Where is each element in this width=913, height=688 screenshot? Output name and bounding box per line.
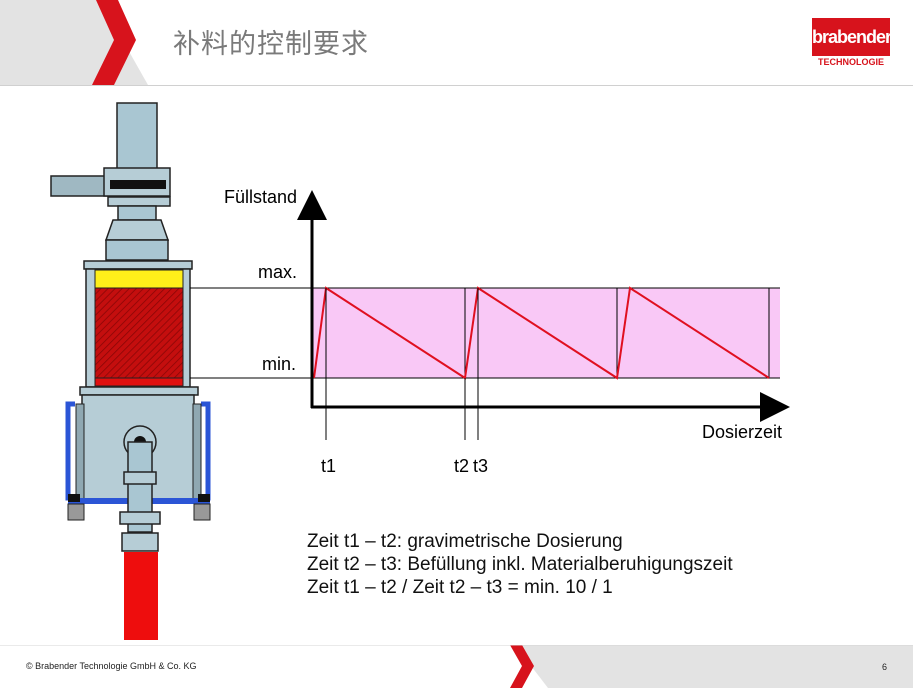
min-label: min. [262,354,296,374]
frame-left [65,401,75,501]
foot-left [67,503,85,521]
legend-line-refill: Zeit t2 – t3: Befüllung inkl. Materialbe… [307,554,733,575]
slide-header: 补料的控制要求 brabender TECHNOLOGIE [0,0,913,86]
material-fill [94,287,184,379]
material-min [94,377,184,387]
connector-1 [117,205,157,221]
frame-right-post [192,403,202,501]
discharge-band-1 [123,471,157,485]
slide-title: 补料的控制要求 [173,29,369,60]
level-chart: Füllstand Dosierzeit max. min. t1 t2 t3 [190,187,790,476]
valve-band [110,180,166,189]
y-axis-label: Füllstand [224,187,297,207]
footer-decoration [0,645,913,688]
legend-line-ratio: Zeit t1 – t2 / Zeit t2 – t3 = min. 10 / … [307,577,613,598]
legend-line-dosing: Zeit t1 – t2: gravimetrische Dosierung [307,531,623,552]
bellows [104,219,170,241]
flange-2 [105,239,169,261]
page-number: 6 [882,662,888,672]
max-label: max. [258,262,297,282]
logo-subtitle: TECHNOLOGIE [817,57,884,67]
flange-1 [107,196,171,207]
time-legend: Zeit t1 – t2: gravimetrische Dosierung Z… [307,530,733,599]
frame-black-left [68,494,80,502]
discharge-band-2 [119,511,161,525]
refill-diagram: Füllstand Dosierzeit max. min. t1 t2 t3 [50,102,790,640]
frame-left-post [75,403,85,501]
frame-black-right [198,494,210,502]
hopper-lid [83,260,193,270]
hopper-base-flange [79,386,199,396]
x-axis-label: Dosierzeit [702,422,782,442]
discharge-flange [121,532,159,552]
inlet-pipe [116,102,158,176]
brabender-logo: brabender TECHNOLOGIE [812,18,892,68]
tick-label-t2: t2 [454,456,469,476]
material-headspace [94,269,184,289]
tick-label-t3: t3 [473,456,488,476]
header-decoration [0,0,148,85]
slide-gate-arm [50,175,111,197]
slide-footer: © Brabender Technologie GmbH & Co. KG 6 [0,645,913,688]
frame-right [201,401,211,501]
logo-wordmark: brabender [812,18,892,56]
feeder-illustration [50,102,211,640]
foot-right [193,503,211,521]
tick-label-t1: t1 [321,456,336,476]
product-stream [124,552,158,640]
copyright-notice: © Brabender Technologie GmbH & Co. KG [26,661,197,671]
